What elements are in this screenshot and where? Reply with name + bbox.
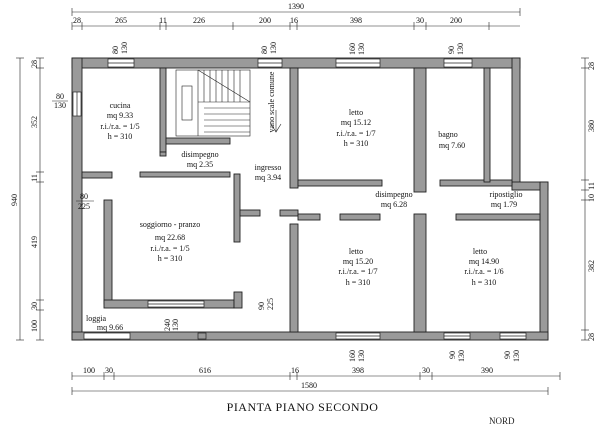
label-w-cucina-left-a: 80 — [56, 92, 64, 101]
label-w-cucina-top-b: 130 — [120, 42, 129, 54]
dim-bottom-5: 398 — [352, 366, 364, 375]
dim-left-3: 11 — [30, 174, 39, 182]
dim-top-5: 200 — [259, 16, 271, 25]
room-cucina-name: cucina — [110, 101, 131, 110]
room-disimpegno-big-area: mq 6.28 — [381, 200, 407, 209]
dim-top-3: 11 — [159, 16, 167, 25]
dim-top-6: 16 — [290, 16, 298, 25]
label-d-loggia-b: 225 — [266, 298, 275, 310]
dim-top-9: 200 — [450, 16, 462, 25]
room-letto-top-ratio: r.i./r.a. = 1/7 — [336, 129, 375, 138]
room-letto-top-name: letto — [349, 108, 363, 117]
dim-bottom-3: 616 — [199, 366, 211, 375]
north-label: NORD — [489, 416, 515, 426]
room-letto-right-ratio: r.i./r.a. = 1/6 — [464, 267, 503, 276]
room-letto-top-area: mq 15.12 — [341, 118, 371, 127]
room-cucina-height: h = 310 — [108, 132, 133, 141]
dim-left-6: 100 — [30, 320, 39, 332]
label-w-letto2-a-a: 90 — [448, 351, 457, 359]
dim-bottom-7: 390 — [481, 366, 493, 375]
dimension-labels: 1390 28 265 11 226 200 16 398 30 200 100… — [10, 2, 596, 390]
label-w-loggia-b: 130 — [171, 319, 180, 331]
room-letto-mid-height: h = 310 — [346, 278, 371, 287]
label-d-soggiorno-left-a: 80 — [80, 192, 88, 201]
room-letto-mid-ratio: r.i./r.a. = 1/7 — [338, 267, 377, 276]
label-w-letto2-a-b: 130 — [457, 350, 466, 362]
room-cucina-area: mq 9.33 — [107, 111, 133, 120]
dim-left-2: 352 — [30, 116, 39, 128]
dim-right-6: 28 — [587, 333, 596, 341]
room-vano-scale: vano scale comune — [267, 71, 276, 132]
room-cucina-ratio: r.i./r.a. = 1/5 — [100, 122, 139, 131]
walls — [71, 57, 549, 341]
room-ingresso-area: mq 3.94 — [255, 173, 281, 182]
room-disimpegno-small-name: disimpegno — [181, 150, 218, 159]
room-letto-right-name: letto — [473, 247, 487, 256]
label-d-soggiorno-left-b: 225 — [78, 202, 90, 211]
dim-top-2: 265 — [115, 16, 127, 25]
dim-top-4: 226 — [193, 16, 205, 25]
room-bagno-name: bagno — [438, 130, 458, 139]
label-w-letto-top-b: 130 — [357, 43, 366, 55]
dim-left-1: 28 — [30, 60, 39, 68]
room-soggiorno-name: soggiorno - pranzo — [140, 220, 200, 229]
room-ripostiglio-area: mq 1.79 — [491, 200, 517, 209]
room-letto-mid-area: mq 15.20 — [343, 257, 373, 266]
openings — [72, 58, 527, 340]
dim-left-5: 30 — [30, 302, 39, 310]
room-bagno-area: mq 7.60 — [439, 141, 465, 150]
label-w-letto2-b-b: 130 — [512, 350, 521, 362]
label-w-bagno-top-a: 90 — [447, 46, 456, 54]
dim-right-3: 11 — [587, 182, 596, 190]
room-disimpegno-small-area: mq 2.35 — [187, 160, 213, 169]
label-w-loggia-a: 240 — [163, 319, 172, 331]
dim-top-8: 30 — [416, 16, 424, 25]
dim-top-total: 1390 — [288, 2, 304, 11]
dim-top-1: 28 — [73, 16, 81, 25]
room-letto-mid-name: letto — [349, 247, 363, 256]
label-w-scale-top-b: 130 — [269, 42, 278, 54]
label-w-letto-bottom-a: 160 — [348, 350, 357, 362]
room-labels: cucina mq 9.33 r.i./r.a. = 1/5 h = 310 d… — [86, 71, 522, 332]
dim-bottom-2: 30 — [105, 366, 113, 375]
room-soggiorno-area: mq 22.68 — [155, 233, 185, 242]
loggia-parapet — [83, 332, 131, 340]
label-w-bagno-top-b: 130 — [456, 43, 465, 55]
label-w-letto2-b-a: 90 — [503, 351, 512, 359]
dim-bottom-1: 100 — [83, 366, 95, 375]
staircase — [175, 69, 282, 137]
dim-bottom-4: 16 — [291, 366, 299, 375]
dim-right-5: 382 — [587, 260, 596, 272]
label-w-cucina-top-a: 80 — [111, 46, 120, 54]
room-letto-right-height: h = 310 — [472, 278, 497, 287]
room-ingresso-name: ingresso — [255, 163, 282, 172]
dim-top-7: 398 — [350, 16, 362, 25]
room-ripostiglio-name: ripostiglio — [490, 190, 523, 199]
room-disimpegno-big-name: disimpegno — [375, 190, 412, 199]
drawing-title: PIANTA PIANO SECONDO — [226, 400, 379, 414]
label-d-loggia-a: 90 — [257, 302, 266, 310]
room-soggiorno-height: h = 310 — [158, 254, 183, 263]
room-loggia-name: loggia — [86, 314, 106, 323]
label-w-cucina-left-b: 130 — [54, 101, 66, 110]
label-w-letto-bottom-b: 130 — [357, 350, 366, 362]
room-letto-right-area: mq 14.90 — [469, 257, 499, 266]
dim-bottom-6: 30 — [422, 366, 430, 375]
room-letto-top-height: h = 310 — [344, 139, 369, 148]
dim-right-4: 10 — [587, 194, 596, 202]
label-w-letto-top-a: 160 — [348, 43, 357, 55]
dim-left-4: 419 — [30, 236, 39, 248]
room-soggiorno-ratio: r.i./r.a. = 1/5 — [150, 244, 189, 253]
dim-bottom-total: 1580 — [301, 381, 317, 390]
room-loggia-area: mq 9.66 — [97, 323, 123, 332]
opening-labels: 80 130 80 130 160 130 90 130 80 130 80 2… — [52, 42, 521, 362]
dim-right-1: 28 — [587, 62, 596, 70]
dim-left-total: 940 — [10, 194, 19, 206]
label-w-scale-top-a: 80 — [260, 46, 269, 54]
dimension-lines — [16, 8, 589, 395]
dim-right-2: 380 — [587, 120, 596, 132]
